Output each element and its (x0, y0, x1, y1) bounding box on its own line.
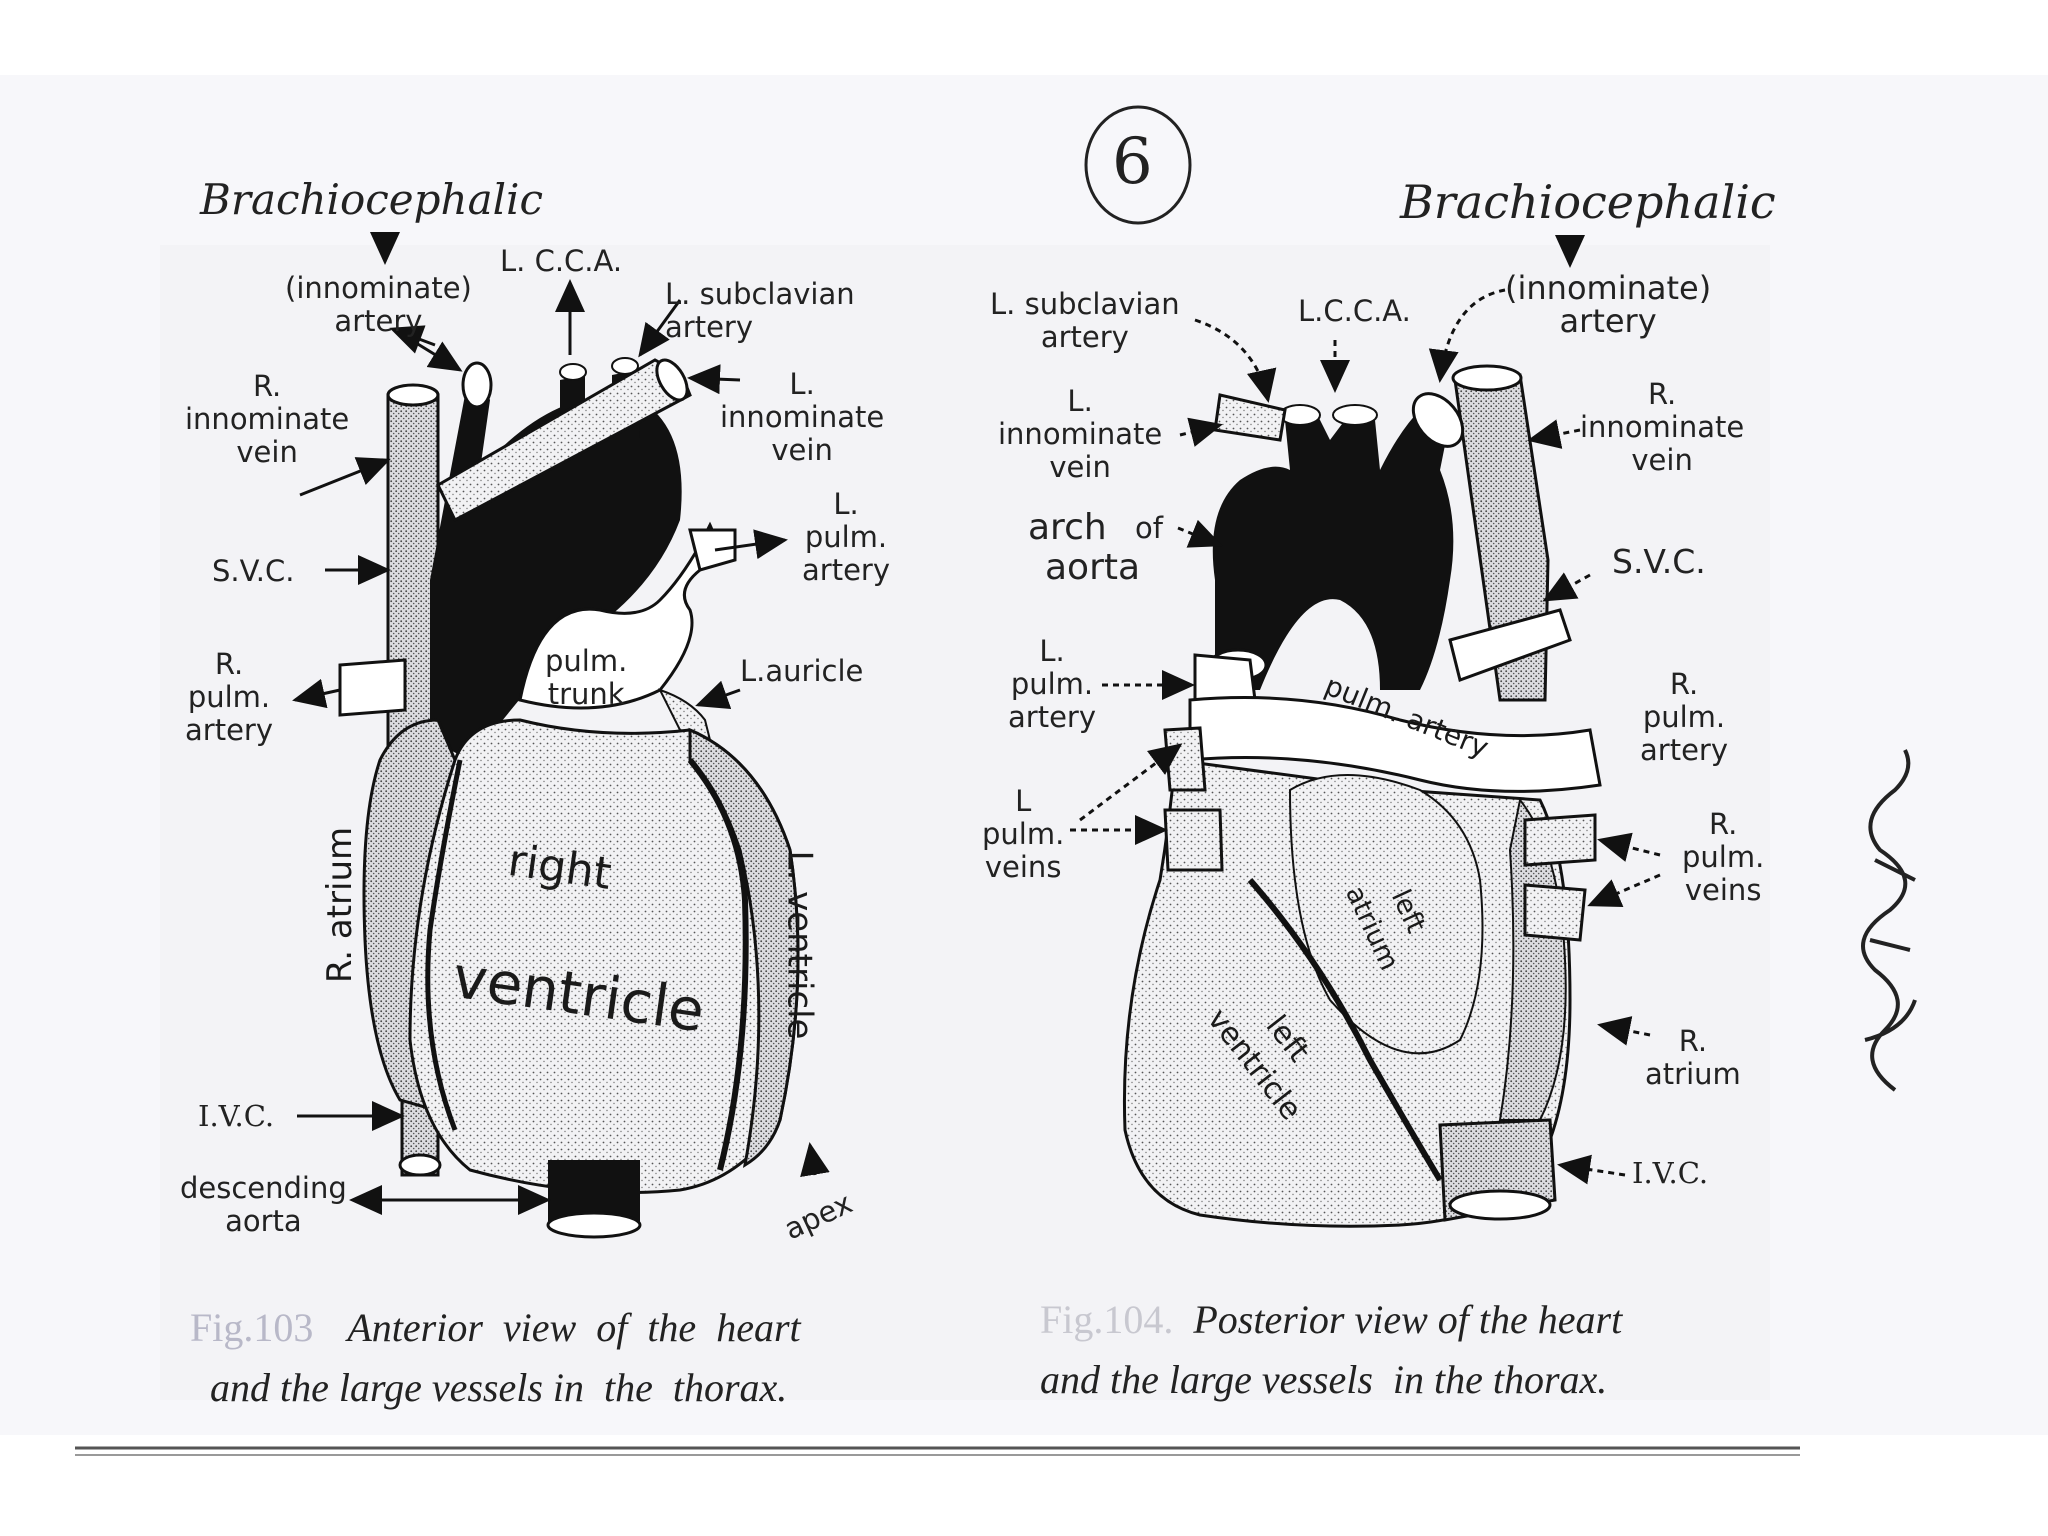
label-p-l-pulm-artery: L. pulm. artery (1008, 634, 1096, 734)
label-l-ventricle: L. ventricle (779, 850, 820, 1040)
page-number-circle (1084, 105, 1192, 225)
label-p-r-pulm-artery: R. pulm. artery (1640, 667, 1728, 767)
posterior-caption-line2: and the large vessels in the thorax. (1040, 1357, 1608, 1402)
anterior-pointer-arrows (292, 232, 830, 1215)
label-p-svc: S.V.C. (1612, 542, 1706, 581)
label-p-ivc: I.V.C. (1632, 1156, 1709, 1190)
label-l-pulm-artery: L. pulm. artery (802, 487, 890, 587)
label-p-lcca: L.C.C.A. (1298, 294, 1411, 328)
label-l-subclavian-artery: L. subclavian artery (665, 277, 855, 344)
label-pulm-trunk: pulm. trunk (545, 644, 628, 711)
label-descending-aorta: descending aorta (180, 1171, 347, 1238)
label-l-auricle: L.auricle (740, 654, 864, 688)
label-lcca: L. C.C.A. (500, 244, 623, 278)
anterior-caption-line2: and the large vessels in the thorax. (210, 1365, 788, 1410)
anterior-heart-illustration (338, 357, 800, 1239)
label-svc: S.V.C. (212, 554, 295, 588)
label-p-arch-of: of (1135, 511, 1163, 545)
label-r-atrium: R. atrium (320, 826, 361, 984)
handwritten-brachiocephalic-right: Brachiocephalic (1400, 175, 1776, 229)
label-innominate-artery: (innominate) artery (285, 271, 472, 338)
label-p-innominate-artery: (innominate) artery (1505, 269, 1712, 340)
posterior-pointer-arrows (1070, 235, 1661, 1185)
label-l-innominate-vein: L. innominate vein (720, 367, 885, 467)
label-p-r-atrium: R. atrium (1645, 1024, 1741, 1091)
posterior-caption: Fig.104. Posterior view of the heart and… (1040, 1290, 1622, 1410)
label-ivc: I.V.C. (198, 1099, 275, 1133)
label-p-r-innominate-vein: R. innominate vein (1580, 377, 1745, 477)
page-number: 6 (1112, 125, 1153, 199)
anterior-caption-line1: Anterior view of the heart (347, 1305, 801, 1350)
signature-scribble (1861, 749, 1917, 1092)
anterior-figure-number: Fig.103 (190, 1305, 314, 1350)
label-r-innominate-vein: R. innominate vein (185, 369, 350, 469)
posterior-heart-illustration (1122, 364, 1602, 1228)
label-p-l-innominate-vein: L. innominate vein (998, 384, 1163, 484)
label-p-arch: arch (1028, 507, 1107, 548)
handwritten-brachiocephalic-left: Brachiocephalic (200, 175, 544, 224)
label-p-r-pulm-veins: R. pulm. veins (1682, 807, 1765, 907)
posterior-figure-number: Fig.104. (1040, 1297, 1174, 1342)
label-p-aorta: aorta (1045, 547, 1141, 588)
label-p-l-subclavian-artery: L. subclavian artery (990, 287, 1180, 354)
posterior-caption-line1: Posterior view of the heart (1193, 1297, 1623, 1342)
label-p-l-pulm-veins: L pulm. veins (982, 784, 1065, 884)
anterior-caption: Fig.103 Anterior view of the heart and t… (190, 1298, 801, 1418)
label-r-pulm-artery: R. pulm. artery (185, 647, 273, 747)
